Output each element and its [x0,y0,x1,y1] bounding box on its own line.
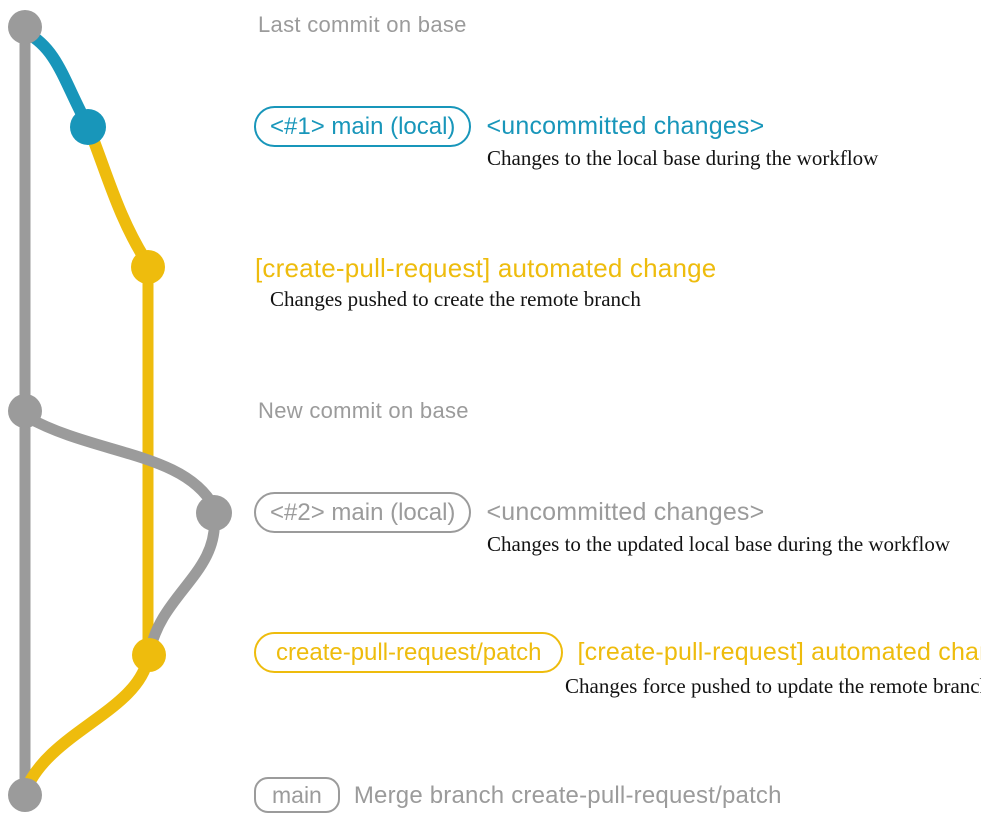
commit-title-uncommitted-2: <uncommitted changes> [486,498,765,526]
commit-dot-automated-change-2 [132,638,166,672]
note-automated-change-2: Changes force pushed to update the remot… [565,674,981,698]
branch-badge-patch: create-pull-request/patch [254,632,564,673]
commit-title-automated-change-2: [create-pull-request] automated change [577,638,981,666]
note-uncommitted-1: Changes to the local base during the wor… [487,146,879,170]
commit-dot-uncommitted-2 [196,495,232,531]
note-uncommitted-2: Changes to the updated local base during… [487,532,951,556]
last-commit-label: Last commit on base [258,12,467,37]
git-graph [8,10,232,812]
branch-badge-main-local-1: <#1> main (local) [254,106,472,147]
commit-dot-uncommitted-1 [70,109,106,145]
branch-badge-main: main [254,777,340,813]
commit-title-merge: Merge branch create-pull-request/patch [353,781,782,809]
commit-dot-automated-change-1 [131,250,165,284]
row-automated-change-2: create-pull-request/patch [create-pull-r… [254,632,981,673]
commit-dot-new-base [8,394,42,428]
commit-title-automated-change-1: [create-pull-request] automated change [255,253,717,283]
commit-dot-last-base [8,10,42,44]
row-main-local-1: <#1> main (local) <uncommitted changes> [254,106,764,147]
branch-badge-main-local-2: <#2> main (local) [254,492,472,533]
merge-curve [19,652,154,798]
commit-dot-merge [8,778,42,812]
uncommitted-2-branch-curve [21,411,220,513]
row-merge: main Merge branch create-pull-request/pa… [254,777,782,813]
note-automated-change-1: Changes pushed to create the remote bran… [270,287,641,311]
new-commit-label: New commit on base [258,398,469,423]
row-main-local-2: <#2> main (local) <uncommitted changes> [254,492,764,533]
rebase-curve [144,510,220,658]
row-automated-change-1: [create-pull-request] automated change [255,255,716,282]
commit-title-uncommitted-1: <uncommitted changes> [486,112,765,140]
patch-branch-curve-top [82,120,154,270]
